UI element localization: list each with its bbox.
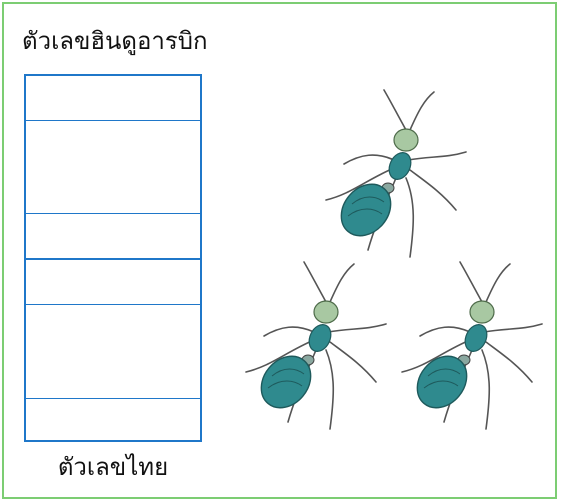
answer-grid [24, 74, 202, 442]
grid-line [26, 213, 200, 214]
ant-icon [245, 261, 387, 430]
ant-icon [401, 261, 543, 430]
thai-numeral-label: ตัวเลขไทย [57, 453, 169, 481]
grid-line [26, 398, 200, 399]
card-frame: ตัวเลขฮินดูอารบิก ตัวเลขไทย [2, 2, 557, 499]
ant-icon [325, 89, 467, 258]
grid-line [26, 304, 200, 305]
grid-line [26, 120, 200, 121]
grid-divider [26, 258, 200, 260]
page-title: ตัวเลขฮินดูอารบิก [22, 27, 208, 55]
